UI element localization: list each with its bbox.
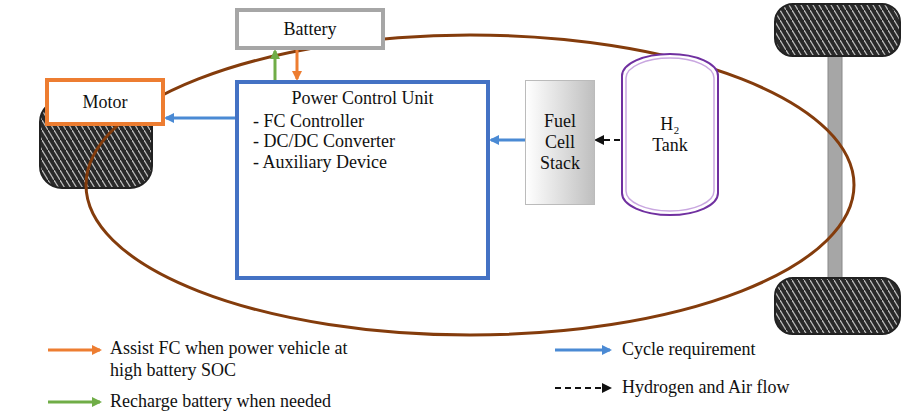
motor-box: Motor (45, 78, 165, 126)
legend-text: Assist FC when power vehicle at high bat… (110, 338, 380, 381)
vehicle-body (86, 35, 854, 335)
hydrogen-flow-arrow (596, 139, 620, 141)
cycle-arrow (166, 117, 235, 120)
node-label: H₂ Tank (642, 114, 698, 155)
node-item: - DC/DC Converter (253, 131, 472, 152)
node-item: - Auxiliary Device (253, 152, 472, 173)
legend-text: Cycle requirement (622, 339, 882, 361)
legend-arrow (48, 349, 100, 352)
legend-arrow (555, 387, 610, 389)
node-item: - FC Controller (253, 111, 472, 132)
node-label: Fuel Cell Stack (530, 111, 590, 173)
hydrogen-tank: H₂ Tank (620, 52, 720, 217)
assist-arrow (296, 50, 299, 79)
battery-box: Battery (235, 8, 385, 50)
legend-text: Recharge battery when needed (110, 391, 410, 413)
cycle-arrow (491, 139, 525, 142)
recharge-arrow (274, 51, 277, 80)
node-label: Motor (55, 92, 155, 113)
node-label: Battery (245, 19, 375, 40)
legend-text: Hydrogen and Air flow (622, 377, 882, 399)
legend-arrow (555, 349, 610, 352)
legend-arrow (48, 401, 100, 404)
rear-tire (775, 4, 900, 56)
control-unit-box: Power Control Unit- FC Controller- DC/DC… (235, 80, 490, 280)
rear-tire (775, 278, 900, 334)
node-label: Power Control Unit (253, 88, 472, 109)
fuel-cell-stack: Fuel Cell Stack (525, 80, 595, 205)
axle (828, 48, 842, 284)
